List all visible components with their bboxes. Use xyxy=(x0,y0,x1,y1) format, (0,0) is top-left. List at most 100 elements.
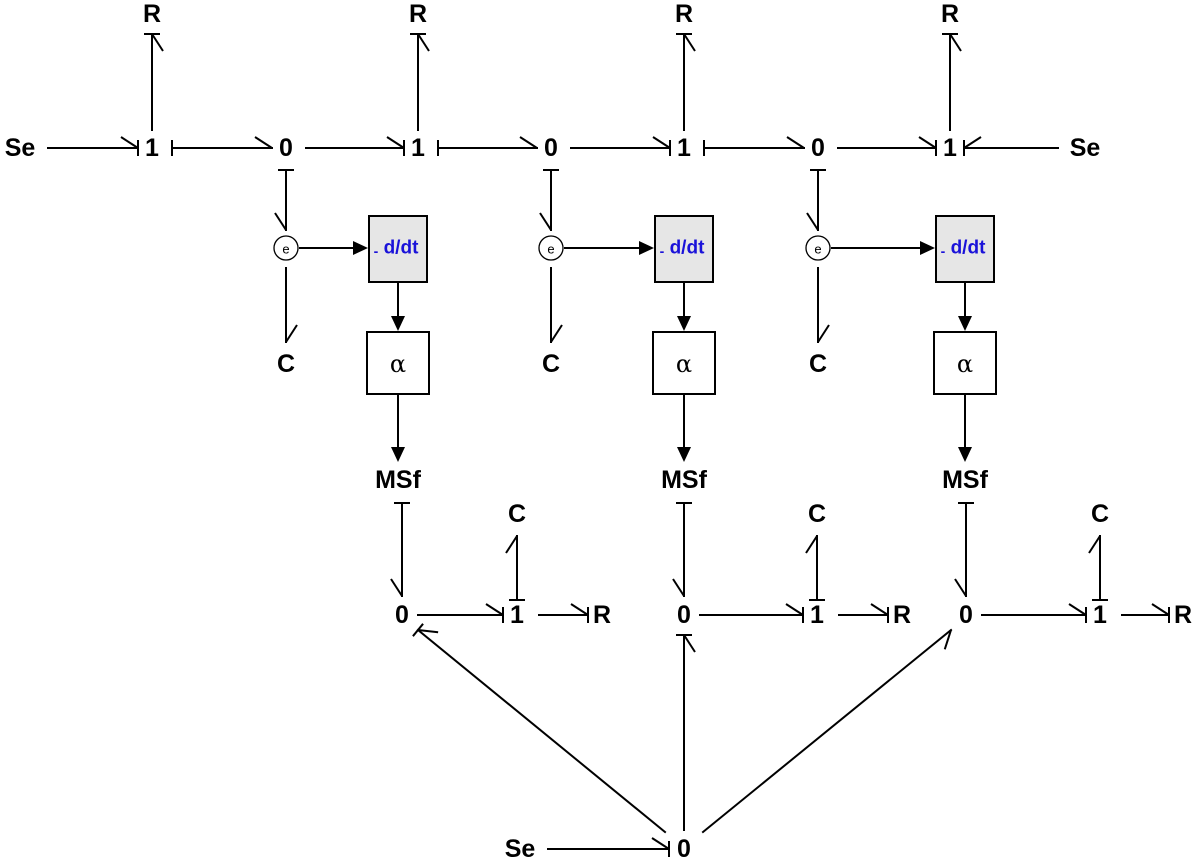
derivative-sign: - xyxy=(941,243,946,259)
capacitor-mid-2: C xyxy=(542,350,560,378)
signal-alpha-to-msf-3 xyxy=(958,394,972,462)
effort-sensor-3: e xyxy=(805,235,831,261)
capacitor-mid-1: C xyxy=(277,350,295,378)
bond-0-to-sensor-3 xyxy=(806,169,826,231)
capacitor-mid-3: C xyxy=(809,350,827,378)
signal-sensor-to-ddt-2 xyxy=(564,241,654,255)
bond-msf-to-0-2 xyxy=(672,502,692,597)
one-junction-top-4: 1 xyxy=(943,134,957,162)
msf-2: MSf xyxy=(661,466,708,494)
signal-ddt-to-alpha-3 xyxy=(958,282,972,331)
bond-0-to-sensor-2 xyxy=(539,169,559,231)
gain-label: α xyxy=(676,350,692,378)
bond-1-to-r-1 xyxy=(144,33,164,131)
se-bottom: Se xyxy=(505,835,536,863)
bonds-layer xyxy=(47,33,1170,857)
resistor-bottom-1: R xyxy=(593,601,611,629)
resistor-top-3: R xyxy=(675,0,693,28)
bond-sensor-to-c-1 xyxy=(285,267,298,343)
se-left: Se xyxy=(5,134,36,162)
zero-junction-bottom-3: 0 xyxy=(959,601,973,629)
capacitor-bottom-1: C xyxy=(508,500,526,528)
zero-junction-bottom-2: 0 xyxy=(677,601,691,629)
zero-junction-top-1: 0 xyxy=(279,134,293,162)
derivative-sign: - xyxy=(660,243,665,259)
bond-1-to-0-1 xyxy=(171,136,273,156)
gain-label: α xyxy=(957,350,973,378)
bond-0-to-1-2 xyxy=(570,136,671,156)
resistor-top-4: R xyxy=(941,0,959,28)
bond-se-right-to-1 xyxy=(963,136,1059,156)
bond-1-to-r-bottom-3 xyxy=(1121,603,1170,623)
gain-block-1: α xyxy=(366,331,430,395)
derivative-label: d/dt xyxy=(384,238,419,259)
effort-sensor-1: e xyxy=(273,235,299,261)
gain-label: α xyxy=(390,350,406,378)
effort-sensor-label: e xyxy=(282,242,289,257)
bond-1-to-0-3 xyxy=(703,136,805,156)
bond-se-left-to-1 xyxy=(47,136,139,156)
bond-0-to-0-center xyxy=(676,634,696,831)
effort-sensor-label: e xyxy=(547,242,554,257)
bond-0-to-1-bottom-1 xyxy=(417,603,504,623)
signal-alpha-to-msf-2 xyxy=(677,394,691,462)
zero-junction-bottom-1: 0 xyxy=(395,601,409,629)
signal-sensor-to-ddt-3 xyxy=(831,241,935,255)
signal-alpha-to-msf-1 xyxy=(391,394,405,462)
one-junction-bottom-1: 1 xyxy=(510,601,524,629)
bond-0-to-1-3 xyxy=(837,136,937,156)
derivative-block-1: -d/dt xyxy=(368,215,428,283)
signals-layer xyxy=(299,241,972,462)
one-junction-top-2: 1 xyxy=(411,134,425,162)
resistor-top-1: R xyxy=(143,0,161,28)
bond-sensor-to-c-3 xyxy=(817,267,830,343)
se-right: Se xyxy=(1070,134,1101,162)
bond-1-to-c-bottom-1 xyxy=(505,535,525,601)
resistor-top-2: R xyxy=(409,0,427,28)
capacitor-bottom-3: C xyxy=(1091,500,1109,528)
bond-1-to-r-2 xyxy=(410,33,430,131)
effort-sensor-2: e xyxy=(538,235,564,261)
one-junction-top-3: 1 xyxy=(677,134,691,162)
bond-0-to-sensor-1 xyxy=(274,169,294,231)
gain-block-2: α xyxy=(652,331,716,395)
derivative-block-3: -d/dt xyxy=(935,215,995,283)
one-junction-top-1: 1 xyxy=(145,134,159,162)
bond-sensor-to-c-2 xyxy=(550,267,563,343)
bond-0-to-1-1 xyxy=(305,136,405,156)
bond-0-to-1-bottom-3 xyxy=(981,603,1087,623)
derivative-label: d/dt xyxy=(951,238,986,259)
one-junction-bottom-2: 1 xyxy=(810,601,824,629)
bond-1-to-r-bottom-1 xyxy=(538,603,589,623)
bond-1-to-c-bottom-3 xyxy=(1088,535,1108,601)
bond-msf-to-0-3 xyxy=(954,502,974,597)
derivative-label: d/dt xyxy=(670,238,705,259)
zero-junction-top-2: 0 xyxy=(544,134,558,162)
bond-0-to-0-right xyxy=(701,628,953,834)
effort-sensor-label: e xyxy=(814,242,821,257)
derivative-sign: - xyxy=(374,243,379,259)
zero-junction-top-3: 0 xyxy=(811,134,825,162)
signal-sensor-to-ddt-1 xyxy=(299,241,368,255)
resistor-bottom-2: R xyxy=(893,601,911,629)
one-junction-bottom-3: 1 xyxy=(1093,601,1107,629)
bond-msf-to-0-1 xyxy=(390,502,410,597)
resistor-bottom-3: R xyxy=(1174,601,1192,629)
signal-ddt-to-alpha-2 xyxy=(677,282,691,331)
derivative-block-2: -d/dt xyxy=(654,215,714,283)
bond-1-to-c-bottom-2 xyxy=(805,535,825,601)
bond-se-bottom-to-0 xyxy=(547,837,670,857)
msf-1: MSf xyxy=(375,466,422,494)
bond-0-to-0-left xyxy=(412,623,667,834)
bond-1-to-r-3 xyxy=(676,33,696,131)
bond-0-to-1-bottom-2 xyxy=(699,603,804,623)
capacitor-bottom-2: C xyxy=(808,500,826,528)
signal-ddt-to-alpha-1 xyxy=(391,282,405,331)
msf-3: MSf xyxy=(942,466,989,494)
bond-1-to-r-bottom-2 xyxy=(838,603,889,623)
bond-1-to-r-4 xyxy=(942,33,962,131)
zero-junction-source: 0 xyxy=(677,835,691,863)
